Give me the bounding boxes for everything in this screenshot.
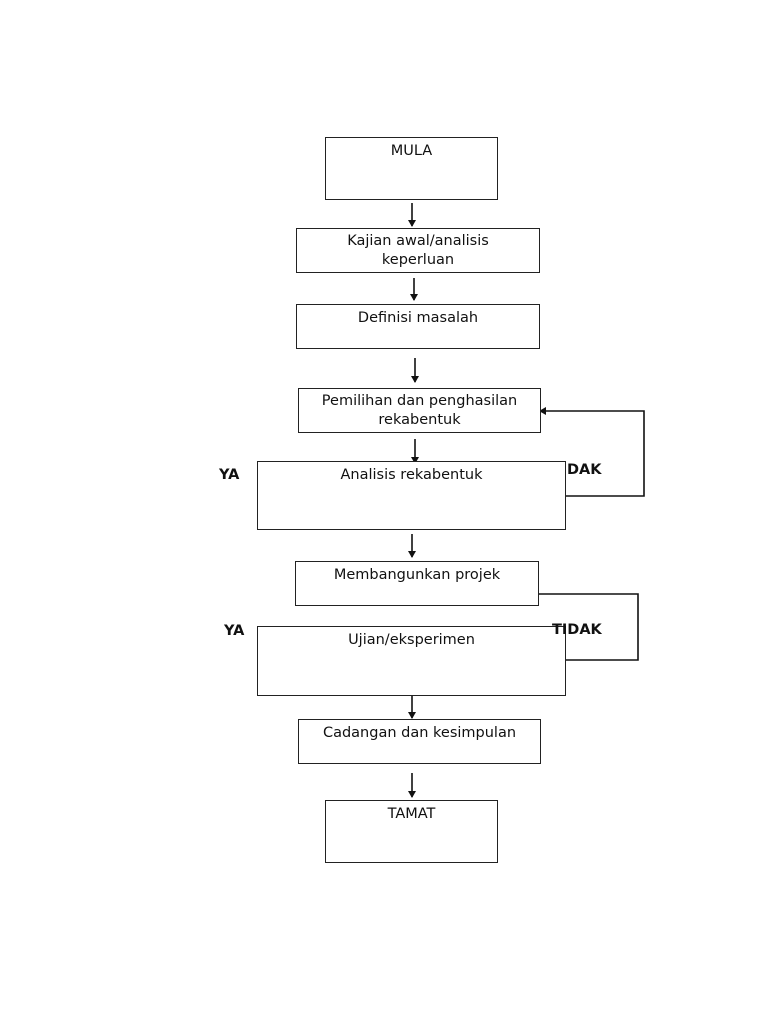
node-tamat-label: TAMAT: [387, 806, 436, 822]
node-kajian-label: Kajian awal/analisis keperluan: [347, 233, 489, 268]
loop-tidak-2: [538, 593, 639, 661]
label-ya-1: YA: [219, 467, 240, 483]
label-tidak-1: DAK: [567, 462, 602, 478]
node-pemilihan-label: Pemilihan dan penghasilan rekabentuk: [321, 393, 518, 428]
loop-tidak-1: [539, 407, 645, 497]
node-cadangan-label: Cadangan dan kesimpulan: [322, 725, 517, 741]
node-cadangan: Cadangan dan kesimpulan: [298, 719, 541, 764]
node-membangun: Membangunkan projek: [295, 561, 539, 606]
node-analisis: Analisis rekabentuk: [257, 461, 566, 530]
label-tidak-2: TIDAK: [552, 622, 602, 638]
node-definisi: Definisi masalah: [296, 304, 540, 349]
node-mula: MULA: [325, 137, 498, 200]
node-definisi-label: Definisi masalah: [357, 310, 479, 326]
node-membangun-label: Membangunkan projek: [333, 567, 501, 583]
node-tamat: TAMAT: [325, 800, 498, 863]
label-ya-2: YA: [224, 623, 245, 639]
node-analisis-label: Analisis rekabentuk: [340, 467, 483, 483]
node-ujian-label: Ujian/eksperimen: [348, 632, 475, 648]
node-mula-label: MULA: [390, 143, 433, 159]
node-pemilihan: Pemilihan dan penghasilan rekabentuk: [298, 388, 541, 433]
node-ujian: Ujian/eksperimen: [257, 626, 566, 696]
node-kajian: Kajian awal/analisis keperluan: [296, 228, 540, 273]
